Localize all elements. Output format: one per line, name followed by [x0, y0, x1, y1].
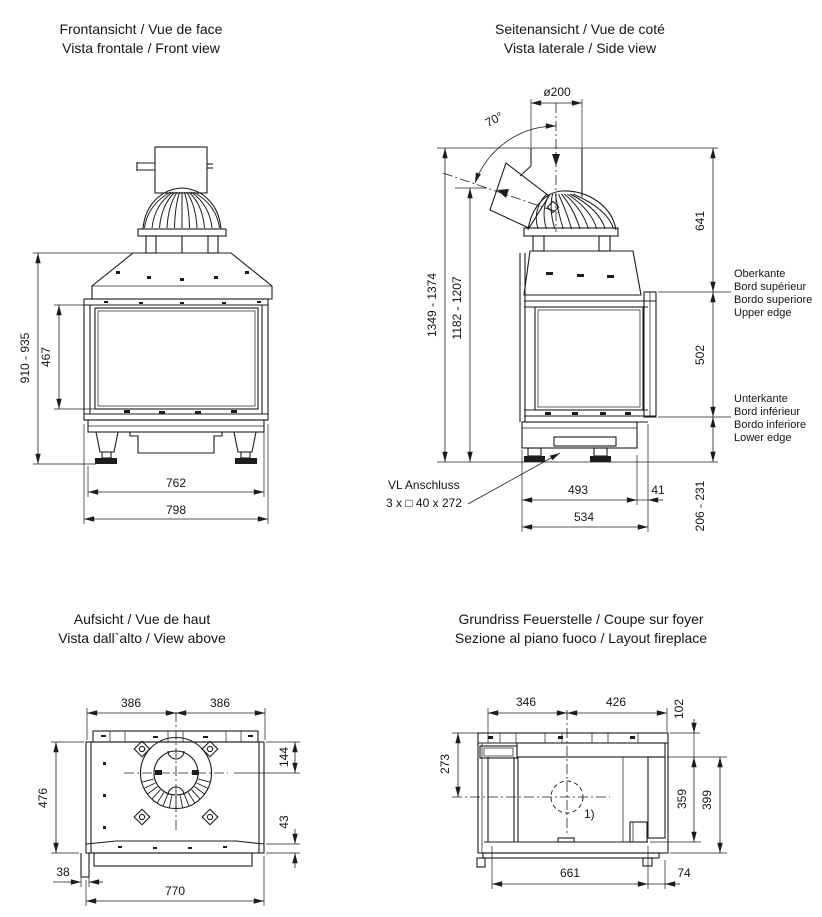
side-view-title-line2: Vista laterale / Side view: [504, 40, 657, 56]
dim-front-outer-width: 798: [166, 503, 186, 517]
dim-layout-right-half: 426: [606, 695, 626, 709]
layout-view-title-line1: Grundriss Feuerstelle / Coupe sur foyer: [458, 611, 703, 627]
dim-side-door-height: 502: [693, 345, 707, 365]
label-lower-edge-it: Bordo inferiore: [734, 419, 806, 431]
top-view-dome-fins: [141, 778, 211, 809]
dome-bolt-lugs: [133, 740, 219, 826]
side-view-drawing: [437, 103, 718, 463]
dim-side-depth-inner: 493: [568, 483, 588, 497]
front-view: Frontansicht / Vue de face Vista frontal…: [18, 21, 273, 524]
dim-top-dome-center: 144: [277, 747, 291, 767]
top-view: Aufsicht / Vue de haut Vista dall`alto /…: [36, 611, 300, 906]
front-dome-ribs: [144, 191, 220, 229]
dim-top-depth: 476: [36, 788, 50, 808]
dim-side-total-height: 1349 - 1374: [425, 273, 439, 337]
front-view-title-line2: Vista frontale / Front view: [62, 40, 221, 56]
dim-side-depth-gap: 41: [651, 483, 665, 497]
dim-side-swivel-angle: 70°: [483, 109, 506, 130]
front-view-title-line1: Frontansicht / Vue de face: [60, 21, 223, 37]
dim-top-rear-right: 386: [210, 696, 230, 710]
layout-view-dimensions: 346 426 102 359 399 273 661: [438, 695, 727, 889]
label-lower-edge-fr: Bord inférieur: [734, 406, 800, 418]
dim-front-glass-height: 467: [39, 347, 53, 367]
dim-top-width: 770: [165, 884, 185, 898]
layout-view-title-line2: Sezione al piano fuoco / Layout fireplac…: [455, 630, 707, 646]
dim-side-outlet-height: 1182 - 1207: [450, 276, 464, 339]
front-view-dimensions: 910 - 935 467 762 798: [18, 252, 269, 524]
dim-layout-rear-wall: 102: [672, 699, 686, 719]
label-lower-edge-en: Lower edge: [734, 432, 792, 444]
side-view-dimensions: ø200 70° 1349 - 1374 1182 - 1207 641 502…: [386, 85, 812, 532]
label-vl-anschluss-line2: 3 x □ 40 x 272: [386, 496, 462, 510]
dim-top-rear-left: 386: [121, 696, 141, 710]
label-upper-edge-de: Oberkante: [734, 268, 785, 280]
dim-layout-right-wall: 74: [677, 866, 691, 880]
dim-top-front-lip: 43: [277, 815, 291, 829]
note-marker: 1): [584, 807, 595, 821]
dim-layout-left-center: 273: [438, 754, 452, 774]
dim-side-base-height: 206 - 231: [693, 480, 707, 531]
label-upper-edge-en: Upper edge: [734, 307, 792, 319]
label-lower-edge: Unterkante Bord inférieur Bordo inferior…: [734, 393, 806, 444]
label-lower-edge-de: Unterkante: [734, 393, 788, 405]
label-upper-edge-fr: Bord supérieur: [734, 281, 806, 293]
dim-front-inner-width: 762: [166, 476, 186, 490]
dim-layout-inner-width: 661: [560, 866, 580, 880]
side-view: Seitenansicht / Vue de coté Vista latera…: [386, 21, 812, 532]
dim-front-total-height: 910 - 935: [18, 332, 32, 383]
dim-layout-outer-depth: 399: [700, 790, 714, 810]
layout-view: Grundriss Feuerstelle / Coupe sur foyer …: [438, 611, 727, 889]
label-vl-anschluss-line1: VL Anschluss: [388, 478, 460, 492]
dim-top-side-step: 38: [56, 865, 70, 879]
dim-side-depth-outer: 534: [574, 510, 594, 524]
label-upper-edge-it: Bordo superiore: [734, 294, 812, 306]
front-view-drawing: [83, 146, 273, 464]
dim-side-top-to-upper-edge: 641: [693, 211, 707, 231]
side-dome-ribs: [535, 193, 615, 230]
dim-layout-left-half: 346: [516, 695, 536, 709]
dim-layout-inner-depth: 359: [675, 789, 689, 809]
layout-view-drawing: 1): [452, 710, 669, 868]
label-upper-edge: Oberkante Bord supérieur Bordo superiore…: [734, 268, 812, 319]
top-view-dimensions: 386 386 144 43 476 38 770: [36, 696, 300, 906]
dim-side-flue-diameter: ø200: [543, 85, 571, 99]
top-view-drawing: [80, 712, 265, 878]
side-view-title-line1: Seitenansicht / Vue de coté: [495, 21, 665, 37]
top-view-title-line2: Vista dall`alto / View above: [58, 630, 226, 646]
top-view-title-line1: Aufsicht / Vue de haut: [74, 611, 211, 627]
